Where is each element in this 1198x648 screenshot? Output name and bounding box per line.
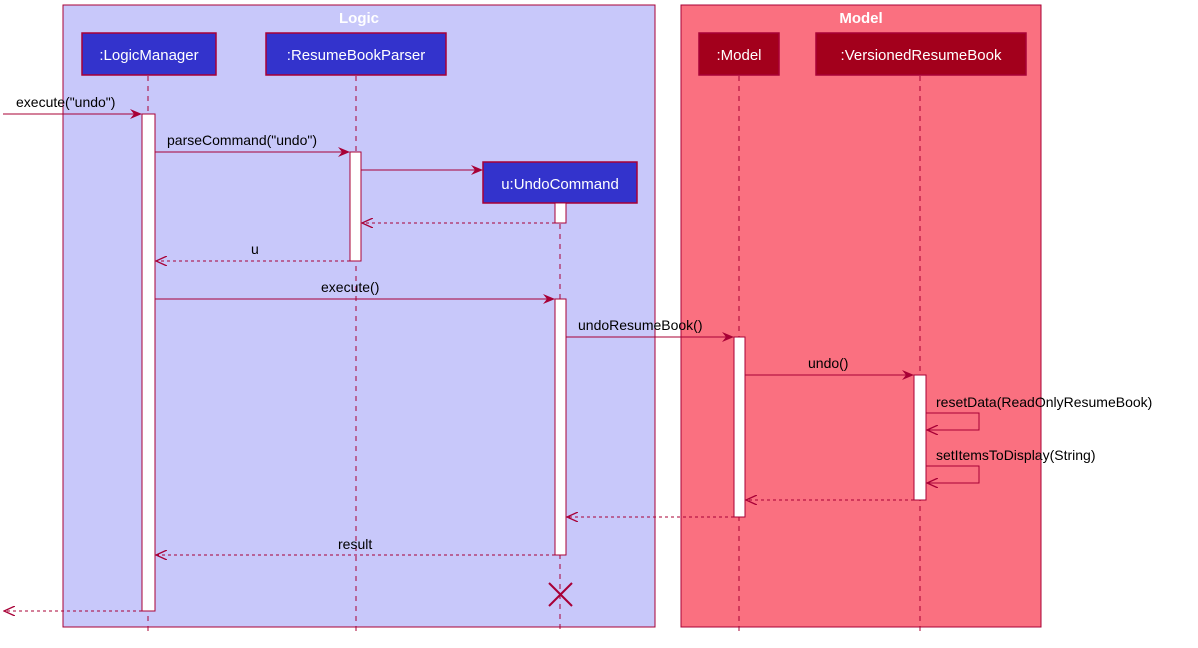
msg-reset-data-label: resetData(ReadOnlyResumeBook) (936, 394, 1152, 410)
activation-model (733, 336, 746, 518)
msg-undo-resume-book-label: undoResumeBook() (578, 317, 703, 333)
activation-undo-command-create (554, 202, 567, 224)
participant-versioned: :VersionedResumeBook (815, 32, 1027, 76)
model-group-label: Model (839, 10, 882, 27)
model-group-box (680, 4, 1042, 628)
msg-execute-label: execute() (321, 279, 379, 295)
participant-parser-label: :ResumeBookParser (287, 47, 425, 64)
msg-set-items-label: setItemsToDisplay(String) (936, 447, 1096, 463)
activation-versioned (913, 374, 927, 501)
model-group: Model (680, 4, 1042, 628)
activations (141, 113, 927, 612)
msg-return-u-label: u (251, 241, 259, 257)
participant-logic-manager: :LogicManager (81, 32, 217, 76)
participant-versioned-label: :VersionedResumeBook (841, 47, 1002, 64)
activation-parser (349, 151, 362, 262)
msg-reset-data-arrow (926, 412, 980, 430)
msg-parse-command-label: parseCommand("undo") (167, 132, 317, 148)
messages (3, 109, 980, 611)
msg-set-items-arrow (926, 465, 980, 483)
activation-undo-command-execute (554, 298, 567, 556)
destroy-x-icon (548, 582, 573, 607)
participant-parser: :ResumeBookParser (265, 32, 447, 76)
participant-undo-command: u:UndoCommand (482, 161, 638, 204)
participant-logic-manager-label: :LogicManager (99, 47, 198, 64)
activation-logic-manager (141, 113, 156, 612)
msg-result-label: result (338, 536, 372, 552)
participant-model: :Model (698, 32, 780, 76)
participant-undo-command-label: u:UndoCommand (501, 176, 619, 193)
msg-undo-label: undo() (808, 355, 848, 371)
participant-model-label: :Model (716, 47, 761, 64)
logic-group-label: Logic (339, 10, 379, 27)
msg-execute-undo-label: execute("undo") (16, 94, 115, 110)
